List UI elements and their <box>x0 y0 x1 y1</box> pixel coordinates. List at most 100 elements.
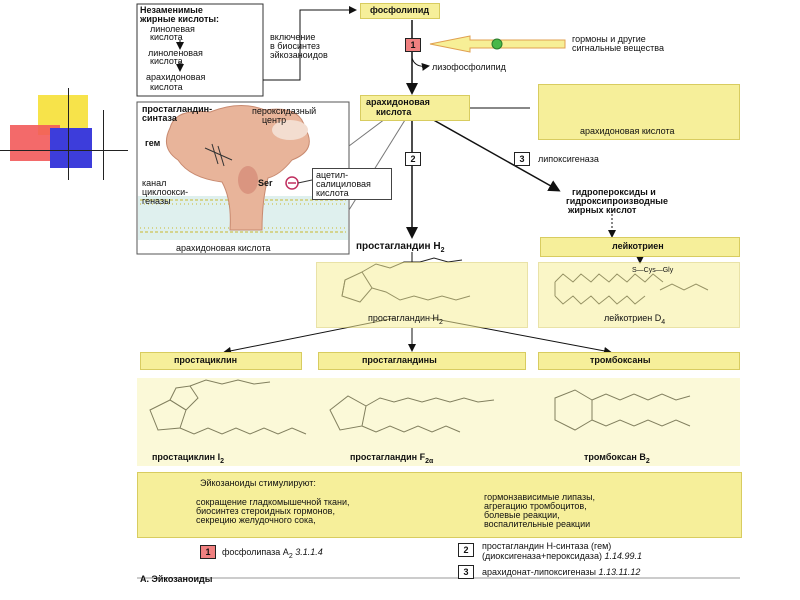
structures-band <box>137 378 740 466</box>
inclusion-note-2: в биосинтез <box>270 41 320 51</box>
ltd4-group-label: S—Cys—Gly <box>632 267 674 274</box>
enzyme-1-name: фосфолипаза A <box>222 547 289 557</box>
effects-right-4: воспалительные реакции <box>484 519 591 529</box>
pgh2-structure-box <box>316 262 528 328</box>
prostaglandins-label: простагландины <box>362 355 437 365</box>
ltd4-structure-box <box>538 262 740 328</box>
enzyme-3-marker: 3 <box>458 565 474 579</box>
effects-left-1: сокращение гладкомышечной ткани, <box>196 497 350 507</box>
thromboxanes-label: тромбоксаны <box>590 355 651 365</box>
step-1-marker: 1 <box>405 38 421 52</box>
figure-caption: А. Эйкозаноиды <box>140 574 213 584</box>
enzyme-2-marker: 2 <box>458 543 474 557</box>
inclusion-note-3: эйкозаноидов <box>270 50 328 60</box>
prostacyclin-label: простациклин <box>174 355 238 365</box>
synthase-title-2: синтаза <box>142 113 177 123</box>
fatty-acid-arachidonic-2: кислота <box>150 82 183 92</box>
pgh2-structure-sub: 2 <box>438 318 443 326</box>
step-2-marker: 2 <box>405 152 421 166</box>
aspirin-line-3: кислота <box>316 188 349 198</box>
phospholipid-label: фосфолипид <box>370 5 430 15</box>
prostacyclin-box <box>140 352 302 370</box>
effects-title: Эйкозаноиды стимулируют: <box>200 478 316 488</box>
fatty-acid-linolenic-2: кислота <box>150 56 183 66</box>
effects-left-2: биосинтез стероидных гормонов, <box>196 506 335 516</box>
fatty-acids-title-2: жирные кислоты: <box>140 14 220 24</box>
step-3-marker: 3 <box>514 152 530 166</box>
hydroperoxides-3: жирных кислот <box>568 205 637 215</box>
prostaglandins-box <box>318 352 526 370</box>
inclusion-note-1: включение <box>270 32 316 42</box>
enzyme-2-line-2: (диоксигеназа+пероксидаза) 1.14.99.1 <box>482 551 642 561</box>
arachidonic-structure-label: арахидоновая кислота <box>580 126 675 136</box>
arachidonic-line-1: арахидоновая <box>366 97 430 107</box>
hydroperoxides-2: гидроксипроизводные <box>566 196 668 206</box>
arachidonic-box <box>360 95 470 121</box>
pgf2a-text: простагландин F <box>350 452 426 462</box>
decor-vline-2 <box>103 110 104 180</box>
effects-right-3: болевые реакции, <box>484 510 560 520</box>
leukotriene-label: лейкотриен <box>612 241 664 251</box>
txb2-label: тромбоксан B2 <box>584 452 650 467</box>
arachidonic-structure-box <box>538 84 740 140</box>
decor-blue-square <box>50 128 92 168</box>
ltd4-structure-label: лейкотриен D4 <box>604 313 665 328</box>
channel-label-3: геназы <box>142 196 171 206</box>
lipoxygenase-label: липоксигеназа <box>538 154 599 164</box>
aspirin-line-2: салициловая <box>316 179 371 189</box>
fatty-acids-title-1: Незаменимые <box>140 5 203 15</box>
enzyme-2-name: (диоксигеназа+пероксидаза) <box>482 551 602 561</box>
fatty-acid-linolenic: линоленовая <box>148 48 203 58</box>
enzyme-1-label: фосфолипаза A2 3.1.1.4 <box>222 547 323 562</box>
ltd4-text: лейкотриен D <box>604 313 662 323</box>
ltd4-sub: 4 <box>661 318 666 326</box>
enzyme-2-ec: 1.14.99.1 <box>604 551 643 561</box>
synthase-bottom-label: арахидоновая кислота <box>176 243 271 253</box>
ser-label: Ser <box>258 178 273 188</box>
phospholipid-box <box>360 3 440 19</box>
aspirin-line-1: ацетил- <box>316 170 349 180</box>
arachidonic-line-2: кислота <box>376 107 412 117</box>
enzyme-3-ec: 1.13.11.12 <box>598 567 641 577</box>
enzyme-1-sub: 2 <box>288 552 293 560</box>
pgh2-text: простагландин H <box>356 241 441 252</box>
pgf2a-sub: 2α <box>425 457 434 465</box>
decor-vline-1 <box>68 88 69 180</box>
pgh2-label: простагландин H2 <box>356 242 444 256</box>
enzyme-1-ec: 3.1.1.4 <box>295 547 323 557</box>
aspirin-box <box>312 168 392 200</box>
pgh2-sub: 2 <box>440 247 445 254</box>
hydroperoxides-1: гидропероксиды и <box>572 187 656 197</box>
effects-left-3: секрецию желудочного сока, <box>196 515 316 525</box>
effects-right-1: гормонзависимые липазы, <box>484 492 596 502</box>
peroxidase-center-2: центр <box>262 115 287 125</box>
hormones-line-2: сигнальные вещества <box>572 43 664 53</box>
txb2-sub: 2 <box>645 457 650 465</box>
enzyme-2-line-1: простагландин H-синтаза (гем) <box>482 541 612 551</box>
pgh2-structure-text: простагландин H <box>368 313 439 323</box>
enzyme-3-name: арахидонат-липоксигеназы <box>482 567 596 577</box>
enzyme-3-label: арахидонат-липоксигеназы 1.13.11.12 <box>482 567 640 577</box>
fatty-acid-arachidonic: арахидоновая <box>146 72 206 82</box>
leukotriene-box <box>540 237 740 257</box>
effects-right-2: агрегацию тромбоцитов, <box>484 501 587 511</box>
pgi2-text: простациклин I <box>152 452 221 462</box>
pgi2-sub: 2 <box>220 457 225 465</box>
enzyme-1-marker: 1 <box>200 545 216 559</box>
lysophospholipid-label: лизофосфолипид <box>432 62 506 72</box>
effects-box <box>137 472 742 538</box>
pgi2-label: простациклин I2 <box>152 452 224 467</box>
heme-label: гем <box>145 138 161 148</box>
txb2-text: тромбоксан B <box>584 452 646 462</box>
thromboxanes-box <box>538 352 740 370</box>
fatty-acid-linoleic: линолевая <box>150 24 195 34</box>
fatty-acid-linoleic-2: кислота <box>150 32 183 42</box>
channel-label-2: циклоокси- <box>142 187 189 197</box>
decor-hline <box>0 150 135 151</box>
hormones-line-1: гормоны и другие <box>572 34 646 44</box>
synthase-title-1: простагландин- <box>142 104 213 114</box>
pgf2a-label: простагландин F2α <box>350 452 433 467</box>
channel-label-1: канал <box>142 178 167 188</box>
peroxidase-center-1: пероксидазный <box>252 106 317 116</box>
pgh2-structure-label: простагландин H2 <box>368 313 443 328</box>
